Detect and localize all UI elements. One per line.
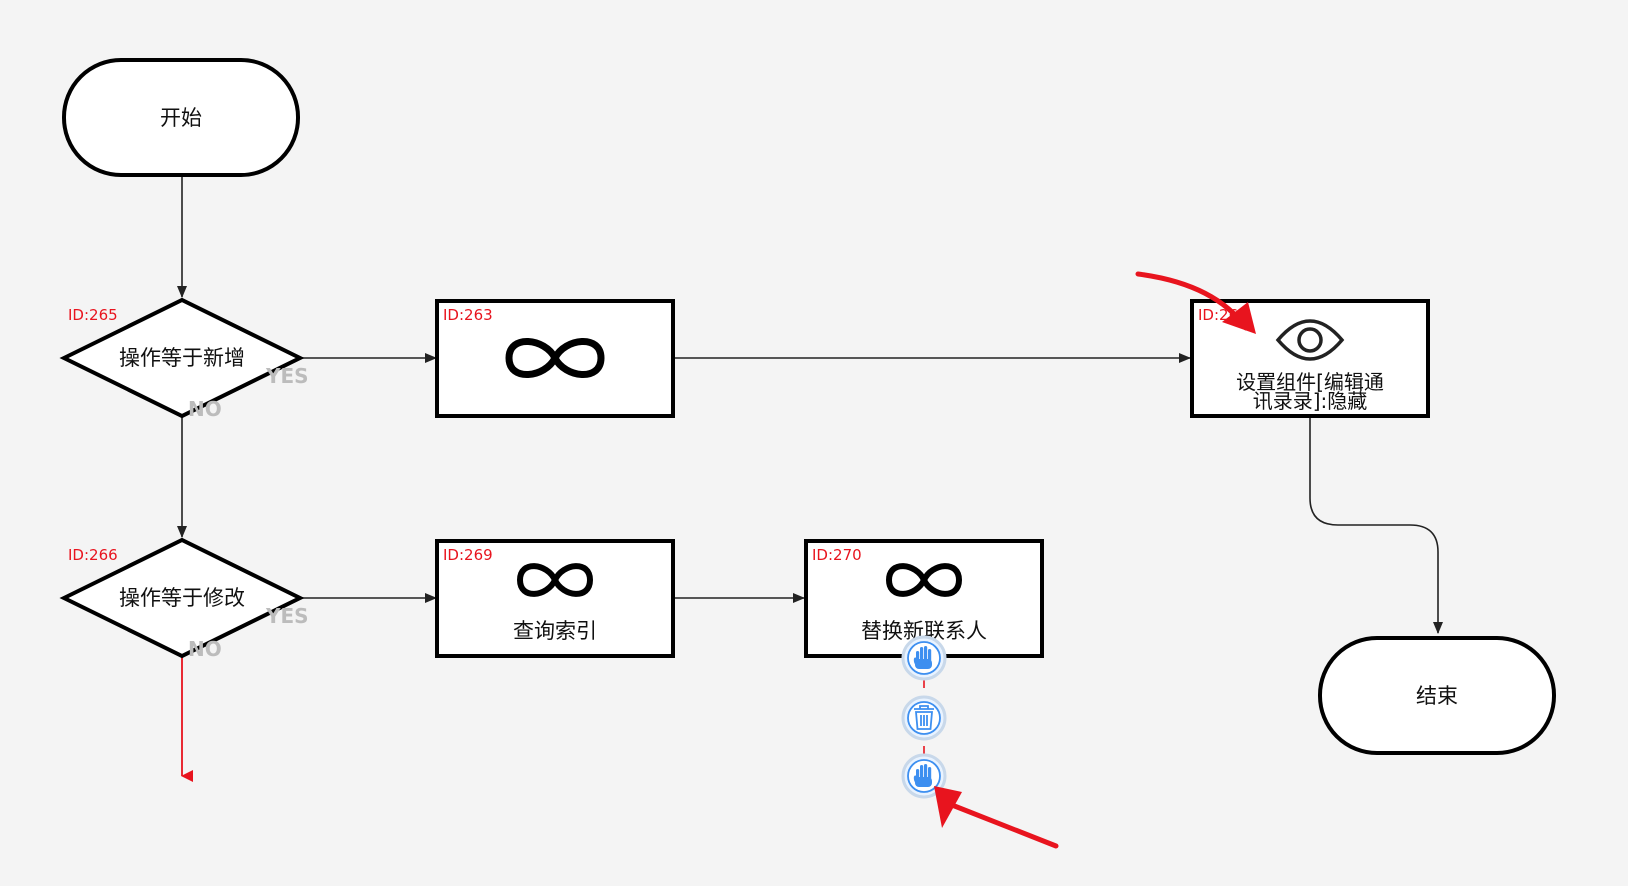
hand-icon — [913, 764, 932, 787]
eye-icon — [1275, 319, 1345, 361]
node-id-263: ID:263 — [443, 306, 493, 324]
infinity-icon — [516, 563, 594, 597]
branch-yes-266: YES — [265, 604, 309, 628]
annotation-arrow-top — [1135, 271, 1256, 334]
branch-yes-265: YES — [265, 364, 309, 388]
set-component-label-line2: 讯录录]:隐藏 — [1253, 389, 1368, 413]
edge-tool-drag-handle-bottom[interactable] — [901, 753, 947, 799]
decision-node-265[interactable]: 操作等于新增 — [59, 297, 305, 419]
node-id-265: ID:265 — [68, 306, 118, 324]
infinity-icon — [885, 563, 963, 597]
end-label: 结束 — [1416, 684, 1458, 708]
end-node[interactable]: 结束 — [1318, 636, 1556, 755]
edge-set-to-end[interactable] — [1309, 416, 1443, 634]
edge-tool-delete-button[interactable] — [901, 695, 947, 741]
branch-no-266: NO — [188, 637, 222, 661]
node-id-270: ID:270 — [812, 546, 862, 564]
node-id-266: ID:266 — [68, 546, 118, 564]
decision-node-266[interactable]: 操作等于修改 — [59, 537, 305, 659]
edge-tool-drag-handle-top[interactable] — [901, 635, 947, 681]
start-label: 开始 — [160, 106, 202, 130]
branch-no-265: NO — [188, 397, 222, 421]
start-node[interactable]: 开始 — [62, 58, 300, 177]
annotation-arrow-bottom — [934, 786, 1059, 849]
decision-265-label: 操作等于新增 — [119, 346, 245, 370]
trash-icon — [914, 705, 934, 730]
decision-266-label: 操作等于修改 — [119, 586, 245, 610]
infinity-icon — [505, 338, 605, 378]
edges — [177, 175, 1443, 782]
hand-icon — [913, 646, 932, 669]
set-component-label-line1: 设置组件[编辑通 — [1236, 370, 1384, 394]
task-node-263[interactable] — [435, 299, 675, 418]
task-269-label: 查询索引 — [513, 619, 597, 643]
node-id-269: ID:269 — [443, 546, 493, 564]
task-node-269[interactable]: 查询索引 — [435, 539, 675, 658]
